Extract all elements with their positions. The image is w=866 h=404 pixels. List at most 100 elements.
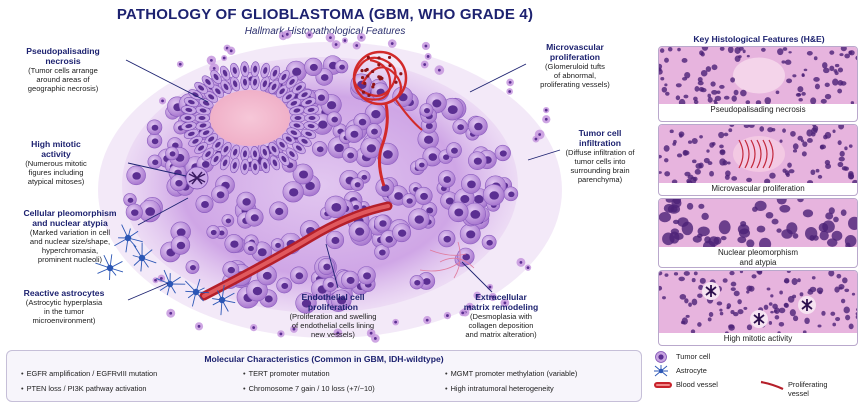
molecular-item: Chromosome 7 gain / 10 loss (+7/−10) — [243, 384, 375, 393]
infiltrating-cell — [341, 37, 348, 44]
legend-astrocyte: Astrocyte — [654, 365, 707, 377]
palisading-cell — [278, 152, 290, 167]
tumor-cell — [468, 116, 488, 136]
astrocyte — [184, 278, 210, 307]
tumor-cell — [401, 193, 417, 208]
tumor-cell — [459, 223, 481, 245]
infiltrating-cell — [325, 32, 336, 43]
palisading-cell — [269, 155, 281, 171]
molecular-item: PTEN loss / PI3K pathway activation — [21, 384, 147, 393]
necrosis-core — [210, 90, 290, 146]
histology-tile-mitotic: High mitotic activity — [658, 270, 858, 346]
annotation-pleomorphism: Cellular pleomorphism and nuclear atypia… — [23, 208, 117, 264]
tile-caption: Microvascular proliferation — [711, 184, 805, 193]
tile-caption: Nuclear pleomorphism — [717, 248, 799, 257]
tumor-cell — [170, 174, 187, 192]
annotation-infiltration: Tumor cell infiltration (Diffuse infiltr… — [565, 128, 635, 184]
endothelial-nucleus — [388, 63, 392, 68]
tumor-cell — [414, 158, 428, 171]
tumor-cell — [438, 230, 456, 248]
infiltrating-cell — [421, 41, 431, 51]
tumor-cell — [243, 241, 258, 255]
molecular-item: EGFR amplification / EGFRvIII mutation — [21, 369, 158, 378]
palisading-cell — [219, 155, 231, 171]
infiltrating-cell — [486, 283, 494, 291]
infiltrating-cell — [158, 97, 167, 105]
reactive-astrocytes — [95, 224, 236, 316]
tumor-cell — [282, 181, 304, 203]
infiltrating-cell — [506, 88, 513, 95]
tumor-cell — [246, 279, 268, 302]
endothelial-nucleus — [365, 67, 369, 72]
tumor-cell — [350, 177, 364, 192]
tumor-cell — [422, 146, 443, 167]
tumor-cell — [360, 137, 382, 159]
tumor-cell — [276, 277, 293, 294]
palisading-cell — [240, 74, 250, 90]
tumor-cell — [222, 261, 240, 279]
tumor-cell — [221, 214, 235, 227]
annotation-endothelial: Endothelial cell proliferation (Prolifer… — [289, 292, 377, 339]
tumor-cell — [125, 203, 143, 221]
tumor-cell — [224, 234, 244, 254]
infiltrating-cell — [506, 78, 514, 87]
page-title: PATHOLOGY OF GLIOBLASTOMA (GBM, WHO GRAD… — [116, 6, 534, 23]
palisading-cell — [194, 81, 208, 94]
palisading-cell — [201, 75, 215, 89]
mitotic-figure — [185, 166, 209, 190]
tumor-cell — [211, 185, 230, 204]
tumor-cell — [441, 97, 464, 121]
palisading-cell — [278, 69, 290, 84]
glomeruloid-tuft — [352, 50, 423, 187]
infiltrating-cell — [420, 60, 429, 69]
palisading-cell — [230, 76, 241, 92]
endothelial-nucleus — [366, 74, 370, 78]
astrocyte — [212, 284, 236, 316]
tumor-cell — [312, 141, 328, 157]
infiltrating-cell — [473, 291, 482, 300]
tile-caption: Pseudopalisading necrosis — [710, 105, 806, 114]
tuft-cells — [360, 55, 403, 97]
infiltrating-cell — [500, 298, 510, 308]
tumor-cell — [482, 184, 505, 206]
tumor-illustration — [95, 29, 562, 343]
tumor-cell — [195, 194, 214, 213]
tumor-cell — [295, 292, 317, 314]
palisading-cell — [292, 142, 306, 155]
pointer-ecm — [461, 261, 493, 293]
annotation-astrocytes: Reactive astrocytes (Astrocytic hyperpla… — [23, 288, 105, 325]
tumor-cell — [494, 144, 511, 162]
tumor-cell — [245, 208, 264, 227]
palisading-cell — [260, 157, 270, 174]
tumor-cell — [236, 191, 256, 211]
palisading-cell — [289, 120, 305, 131]
annotation-mitotic: High mitotic activity (Numerous mitotic … — [25, 139, 87, 186]
pointer-pleo — [137, 197, 189, 226]
infiltrating-cell — [387, 39, 397, 48]
annotation-pseudopalisading: Pseudopalisading necrosis (Tumor cells a… — [26, 46, 100, 93]
endothelial-nucleus — [361, 90, 366, 94]
palisading-cell — [250, 74, 260, 90]
molecular-title: Molecular Characteristics (Common in GBM… — [204, 354, 444, 364]
palisading-cell — [268, 79, 280, 94]
palisading-cell — [220, 142, 232, 157]
pointer-infil — [527, 149, 561, 161]
infiltrating-cell — [331, 40, 341, 49]
histology-tile-microvascular: Microvascular proliferation — [658, 124, 858, 196]
endothelial-nucleus — [378, 75, 383, 79]
endothelial-nucleus — [360, 69, 364, 73]
histology-panel-title: Key Histological Features (H&E) — [693, 34, 825, 44]
tile-caption: High mitotic activity — [723, 334, 793, 343]
tumor-cell — [269, 201, 289, 221]
infiltrating-cell — [157, 274, 166, 283]
tumor-cell — [380, 230, 398, 248]
palisading-cell — [259, 144, 270, 160]
he-image — [659, 125, 857, 183]
tumor-cell-icon — [655, 351, 667, 363]
astrocyte-icon — [654, 365, 668, 377]
endothelial-nucleus — [367, 93, 371, 97]
tumor-cell — [373, 214, 391, 232]
infiltrating-cell — [443, 311, 452, 320]
tumor-cell — [342, 147, 358, 163]
tumor-cell — [146, 119, 163, 135]
